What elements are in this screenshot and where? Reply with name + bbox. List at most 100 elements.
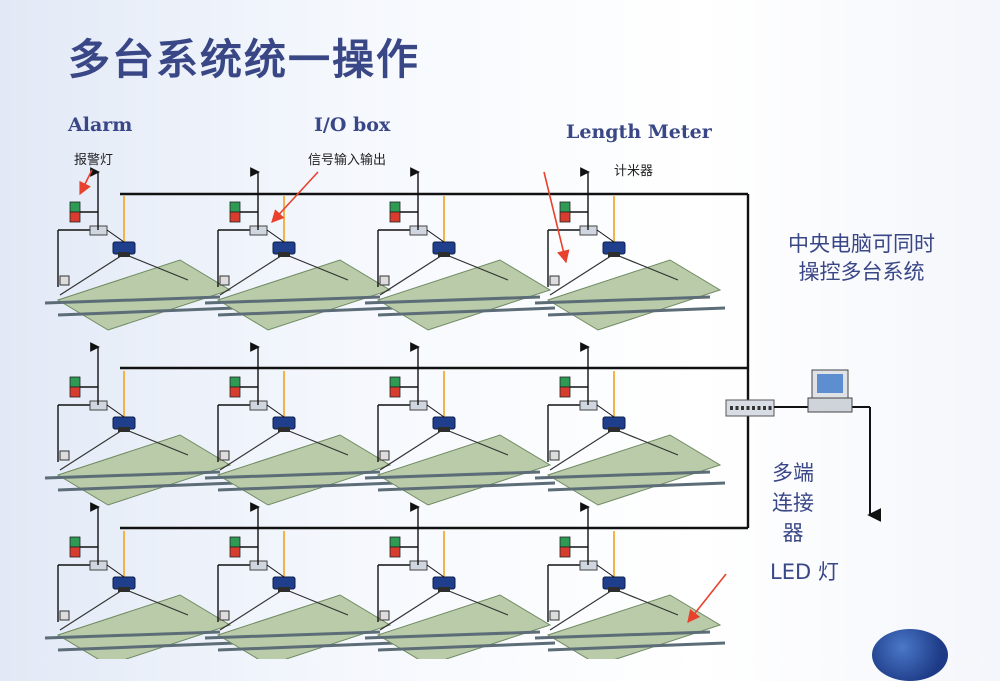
inspection-table xyxy=(56,434,232,506)
alarm-callout-arrow xyxy=(79,169,93,196)
roller-bar xyxy=(217,481,396,492)
roller-bar xyxy=(377,306,556,317)
hub-label-line3: 器 xyxy=(782,521,804,545)
inspection-unit-r3-c4 xyxy=(534,502,726,659)
length-meter-icon xyxy=(549,275,560,286)
roller-bar xyxy=(534,470,711,480)
inspection-unit-r3-c1 xyxy=(44,502,236,659)
length-meter-label: Length Meter xyxy=(566,121,712,143)
roller-bar xyxy=(44,295,221,305)
alarm-red-light xyxy=(389,386,401,398)
roller-bar xyxy=(57,641,236,652)
io-wire xyxy=(596,564,615,578)
alarm-green-light xyxy=(69,536,81,548)
alarm-red-light xyxy=(69,546,81,558)
network-hub-icon xyxy=(725,399,775,417)
hub-port xyxy=(768,406,772,410)
camera-lens xyxy=(608,587,620,592)
roller-bar xyxy=(547,641,726,652)
inspection-table xyxy=(376,594,552,659)
inspection-unit-r1-c1 xyxy=(44,167,236,331)
computer-screen xyxy=(817,374,843,393)
roller-bar xyxy=(57,481,236,492)
alarm-red-light xyxy=(229,386,241,398)
io-wire xyxy=(426,229,445,243)
page-title: 多台系统统一操作 xyxy=(68,35,421,84)
alarm-red-light xyxy=(389,211,401,223)
roller-bar xyxy=(217,641,396,652)
hub-port xyxy=(752,406,755,410)
roller-bar xyxy=(364,630,541,640)
roller-bar xyxy=(534,295,711,305)
length-meter-callout-arrow xyxy=(543,171,570,264)
io-wire xyxy=(106,229,125,243)
inspection-unit-r2-c3 xyxy=(364,342,556,506)
inspection-table xyxy=(546,594,722,659)
alarm-green-light xyxy=(389,536,401,548)
inspection-unit-r3-c2 xyxy=(204,502,396,659)
roller-bar xyxy=(204,295,381,305)
length-meter-icon xyxy=(59,610,70,621)
roller-bar xyxy=(364,470,541,480)
alarm-red-light xyxy=(559,546,571,558)
alarm-green-light xyxy=(69,201,81,213)
hub-port xyxy=(730,406,733,410)
inspection-unit-r1-c2 xyxy=(204,167,396,331)
io-wire xyxy=(426,564,445,578)
roller-bar xyxy=(377,481,556,492)
io-wire xyxy=(266,229,285,243)
central-computer-note: 中央电脑可同时 操控多台系统 xyxy=(788,230,935,286)
camera-lens xyxy=(278,252,290,257)
io-box-cn-label: 信号输入输出 xyxy=(308,153,387,168)
alarm-label: Alarm xyxy=(68,114,133,136)
hub-label-line1: 多端 xyxy=(772,461,814,485)
alarm-cn-label: 报警灯 xyxy=(74,153,114,168)
alarm-red-light xyxy=(69,211,81,223)
alarm-red-light xyxy=(559,211,571,223)
length-meter-icon xyxy=(549,610,560,621)
inspection-table xyxy=(56,259,232,331)
roller-bar xyxy=(57,306,236,317)
length-meter-icon xyxy=(379,610,390,621)
camera-lens xyxy=(118,587,130,592)
alarm-red-light xyxy=(389,546,401,558)
roller-bar xyxy=(364,295,541,305)
inspection-table xyxy=(546,259,722,331)
io-wire xyxy=(106,404,125,418)
alarm-green-light xyxy=(229,536,241,548)
computer-base-icon xyxy=(807,397,853,413)
hub-label: 多端 连接 器 xyxy=(772,458,814,548)
alarm-red-light xyxy=(69,386,81,398)
alarm-green-light xyxy=(559,201,571,213)
length-meter-cn-label: 计米器 xyxy=(614,164,654,179)
length-meter-icon xyxy=(379,450,390,461)
roller-bar xyxy=(547,481,726,492)
roller-bar xyxy=(44,470,221,480)
inspection-table xyxy=(216,259,392,331)
roller-bar xyxy=(217,306,396,317)
alarm-green-light xyxy=(69,376,81,388)
alarm-green-light xyxy=(229,376,241,388)
inspection-unit-r3-c3 xyxy=(364,502,556,659)
alarm-green-light xyxy=(559,376,571,388)
hub-port xyxy=(735,406,739,410)
camera-lens xyxy=(278,587,290,592)
hub-port xyxy=(741,406,744,410)
camera-lens xyxy=(278,427,290,432)
io-wire xyxy=(596,229,615,243)
central-note-line2: 操控多台系统 xyxy=(798,260,925,284)
inspection-unit-r1-c3 xyxy=(364,167,556,331)
length-meter-icon xyxy=(219,450,230,461)
length-meter-icon xyxy=(59,275,70,286)
io-wire xyxy=(266,404,285,418)
length-meter-icon xyxy=(549,450,560,461)
inspection-table xyxy=(216,594,392,659)
length-meter-icon xyxy=(219,275,230,286)
inspection-table xyxy=(546,434,722,506)
inspection-unit-r2-c1 xyxy=(44,342,236,506)
inspection-unit-r1-c4 xyxy=(534,167,726,331)
logo-badge xyxy=(872,629,948,681)
io-wire xyxy=(426,404,445,418)
io-box-label: I/O box xyxy=(314,114,391,136)
hub-label-line2: 连接 xyxy=(772,491,814,515)
